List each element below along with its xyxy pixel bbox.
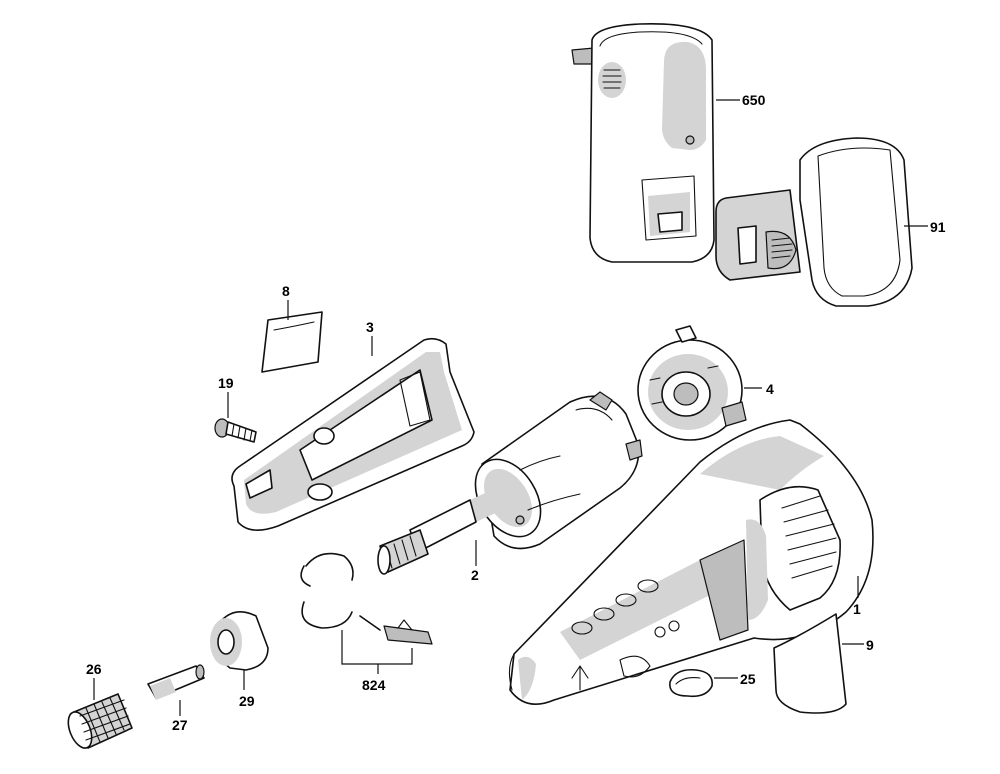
callout-650: 650: [742, 92, 766, 108]
part-4-bearing-holder[interactable]: [637, 325, 747, 441]
callout-25: 25: [740, 671, 756, 687]
callout-9: 9: [866, 637, 874, 653]
callout-8: 8: [282, 283, 290, 299]
callout-27: 27: [172, 717, 188, 733]
callout-2: 2: [471, 567, 479, 583]
part-9-label[interactable]: [773, 613, 847, 714]
part-824-retaining-clip[interactable]: [300, 552, 433, 645]
part-2-motor[interactable]: [377, 391, 643, 575]
callout-29: 29: [239, 693, 255, 709]
part-8-label[interactable]: [261, 311, 323, 373]
part-91-battery[interactable]: [715, 137, 913, 307]
callout-1: 1: [853, 601, 861, 617]
part-3-housing-shell[interactable]: [231, 337, 475, 531]
callout-91: 91: [930, 219, 946, 235]
part-650-charger[interactable]: [571, 23, 715, 263]
part-29-cap[interactable]: [210, 611, 269, 671]
part-27-collet[interactable]: [147, 664, 205, 700]
callout-4: 4: [766, 381, 774, 397]
callout-26: 26: [86, 661, 102, 677]
part-25-button[interactable]: [669, 668, 713, 698]
callout-824: 824: [362, 677, 386, 693]
part-26-collet-nut[interactable]: [64, 693, 133, 751]
part-19-screw[interactable]: [214, 418, 257, 443]
callout-3: 3: [366, 319, 374, 335]
callout-19: 19: [218, 375, 234, 391]
part-1-housing-assembly[interactable]: [508, 419, 874, 706]
